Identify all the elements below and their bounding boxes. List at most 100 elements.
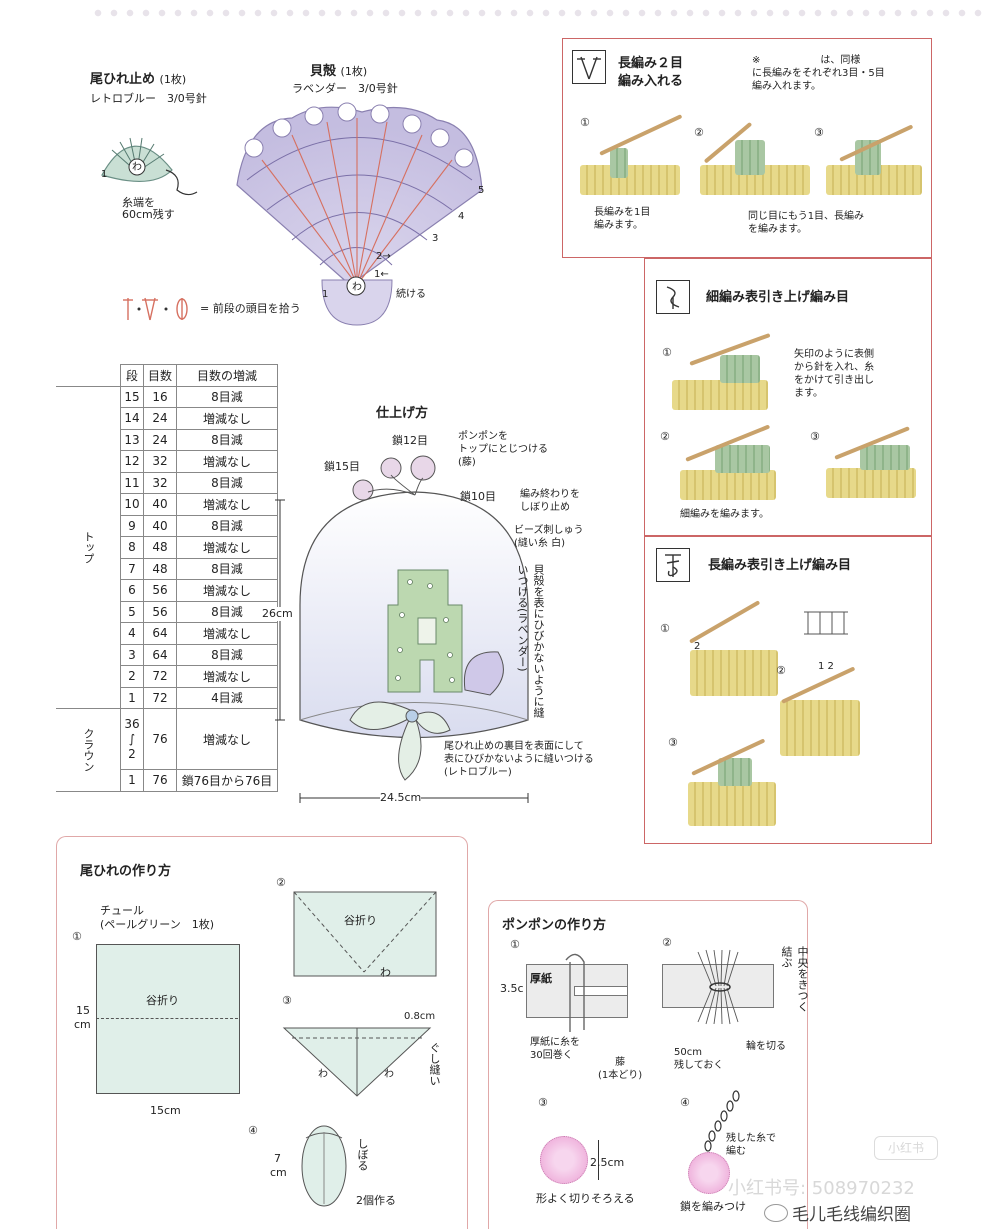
- cardboard-label: 厚紙: [530, 972, 552, 985]
- shell-row-4: 4: [458, 211, 465, 222]
- fpsc-caption2: 細編みを編みます。: [680, 509, 769, 520]
- stitch-change-cell: 増減なし: [176, 665, 278, 688]
- tail-step-1: ①: [72, 930, 82, 943]
- tail-step3-seam-width: 0.8cm: [404, 1011, 436, 1022]
- tail-attach-note-line2: 表にひびかないように縫いつける: [444, 754, 594, 765]
- stitch-change-cell: 増減なし: [176, 450, 278, 473]
- fpdc-step1-fabric: [690, 650, 778, 696]
- chain-caption: 鎖を編みつけ: [680, 1200, 746, 1213]
- shell-count: (1枚): [340, 65, 368, 78]
- end-note-line2: しぼり止め: [520, 502, 570, 513]
- pompom-ball-step3: [540, 1136, 588, 1184]
- tulle-label: チュール: [100, 904, 144, 917]
- wechat-icon: [764, 1204, 788, 1222]
- fpsc-step1-fabric: [672, 380, 768, 410]
- row-number-cell: 13: [120, 428, 144, 451]
- fpsc-title: 細編み表引き上げ編み目: [706, 290, 850, 305]
- fin-tulle: [349, 701, 451, 781]
- tail-step4-diagram: [301, 1125, 347, 1207]
- dc2-note-line3: 編み入れます。: [752, 81, 821, 92]
- pompom-make-title: ポンポンの作り方: [502, 918, 607, 933]
- fpsc-step-1: ①: [662, 346, 672, 359]
- fpdc-step1-number: 2: [694, 641, 701, 652]
- fpdc-title: 長編み表引き上げ編み目: [708, 558, 852, 573]
- dc2-caption2: 同じ目にもう1目、長編み を編みます。: [748, 210, 864, 236]
- shell-row-3: 3: [432, 233, 439, 244]
- pompom-ball-step4: [688, 1152, 730, 1194]
- trim-note: 形よく切りそろえる: [536, 1192, 635, 1205]
- tail-step4-make-two: 2個作る: [356, 1194, 396, 1207]
- fpsc-caption1: 矢印のように表側 から針を入れ、糸 をかけて引き出し ます。: [794, 348, 874, 400]
- stitch-change-cell: 8目減: [176, 471, 278, 494]
- cut-loops-note: 輪を切る: [746, 1041, 786, 1052]
- chain-15-label: 鎖15目: [324, 460, 360, 473]
- tulle-height-unit: cm: [74, 1018, 91, 1031]
- shell-chart: [236, 102, 483, 326]
- stitch-change-cell: 8目減: [176, 643, 278, 666]
- row-number-cell: 11: [120, 471, 144, 494]
- row-number-cell: 3: [120, 643, 144, 666]
- shell-row-1: 1: [322, 289, 329, 300]
- picked-stitch-symbols-icon: [123, 297, 188, 321]
- stitch-count-cell: 72: [143, 665, 177, 688]
- chain-note-line1: 残した糸で: [726, 1133, 776, 1144]
- cardboard-step1-slit: [574, 986, 627, 996]
- tail-step3-running-stitch: ぐし縫い: [428, 1042, 441, 1086]
- shell-title: 貝殻 (1枚): [310, 60, 367, 79]
- dc2-caption1-line1: 長編みを1目: [594, 207, 651, 218]
- dc2-note: ※ は、同様 に長編みをそれぞれ3目・5目 編み入れます。: [752, 54, 885, 93]
- yarn-tied-step2-icon: [697, 949, 739, 1025]
- fuji-note-line1: 藤: [615, 1057, 626, 1068]
- shell-yarn: ラベンダー 3/0号針: [292, 82, 398, 95]
- dc2-caption1: 長編みを1目 編みます。: [594, 206, 650, 232]
- tail-stop-chart: [101, 137, 198, 196]
- dc2-note-line2: に長編みをそれぞれ3目・5目: [752, 68, 885, 79]
- row-number-cell: 6: [120, 579, 144, 602]
- row-number-cell: 10: [120, 493, 144, 516]
- fpsc-caption1-line2: から針を入れ、糸: [794, 362, 875, 373]
- tail-step3-diagram: [282, 1027, 432, 1097]
- pompom-diameter-line: [598, 1140, 600, 1180]
- tail-attach-note-line3: (レトロブルー): [444, 767, 512, 778]
- stitch-change-cell: 4目減: [176, 686, 278, 709]
- yarn-wrap-step1-icon: [565, 953, 585, 1032]
- dc2-caption2-line1: 同じ目にもう1目、長編み: [748, 211, 865, 222]
- shell-row-2: 2→: [376, 251, 391, 262]
- stitch-count-cell: 56: [143, 600, 177, 623]
- dc2-step1-stitch: [610, 148, 628, 178]
- chain-note: 残した糸で 編む: [726, 1132, 776, 1158]
- tail-stop-yarn: レトロブルー 3/0号針: [90, 92, 207, 105]
- pompom-note: ポンポンを トップにとじつける (藤): [458, 430, 548, 469]
- fpdc-step2-numbers: 1 2: [818, 661, 834, 672]
- stitch-count-cell: 72: [143, 686, 177, 709]
- fpdc-symbol-row-icon: [804, 611, 848, 635]
- tail-step2-diagram: [293, 891, 437, 977]
- fpsc-step-3: ③: [810, 430, 820, 443]
- leave-note-line1: 50cm: [674, 1047, 702, 1058]
- fpsc-step1-stitch: [720, 355, 760, 383]
- dc2-caption2-line2: を編みます。: [748, 224, 807, 235]
- dc2-title-line1: 長編み２目: [618, 56, 684, 71]
- stitch-change-cell: 増減なし: [176, 536, 278, 559]
- tail-make-title: 尾ひれの作り方: [80, 864, 172, 879]
- dc2-step2-stitch: [735, 140, 765, 175]
- tail-step4-height-unit: cm: [270, 1166, 287, 1179]
- stitch-count-cell: 76: [143, 769, 177, 792]
- stitch-change-cell: 8目減: [176, 385, 278, 408]
- stitch-count-cell: 32: [143, 450, 177, 473]
- row-number-cell: 2: [120, 665, 144, 688]
- shell-row1-arrow: 1←: [374, 269, 389, 280]
- wrap-note: 厚紙に糸を 30回巻く: [530, 1036, 580, 1062]
- stitch-count-cell: 64: [143, 622, 177, 645]
- stitch-change-cell: 8目減: [176, 514, 278, 537]
- decorative-dot-border: [90, 6, 990, 20]
- wechat-account-watermark: 毛儿毛线编织圈: [792, 1205, 911, 1225]
- stitch-count-cell: 16: [143, 385, 177, 408]
- tulle-color-label: (ペールグリーン 1枚): [100, 918, 215, 931]
